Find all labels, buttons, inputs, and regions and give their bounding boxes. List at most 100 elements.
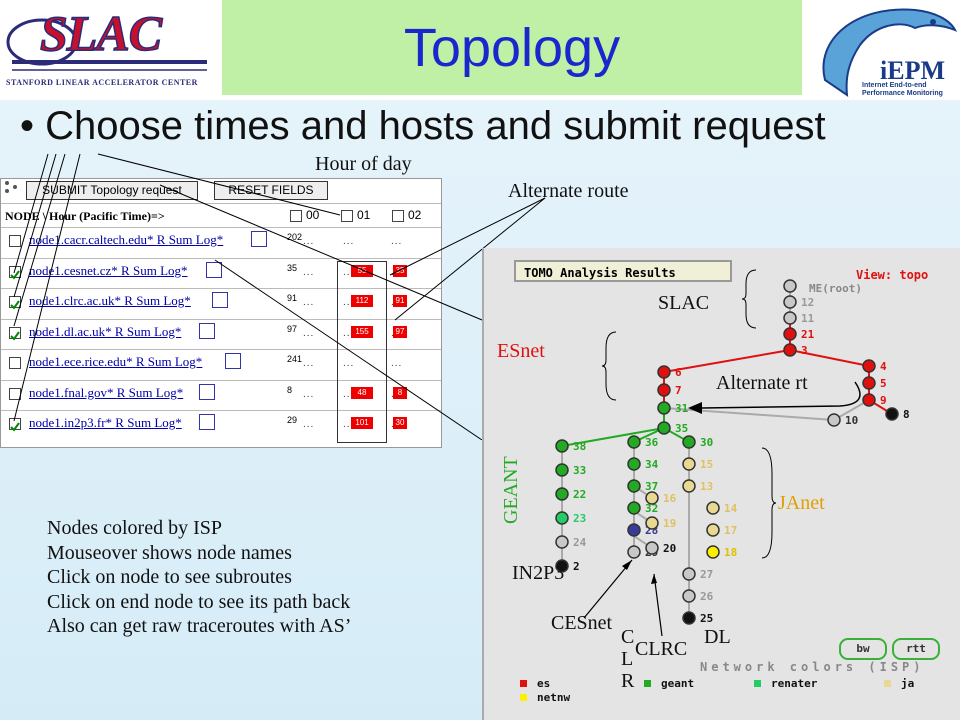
graph-node[interactable] — [555, 535, 569, 549]
graph-node[interactable] — [862, 376, 876, 390]
value-cell-01[interactable]: 155 — [351, 325, 373, 338]
host-link[interactable]: node1.fnal.gov* R Sum Log* — [29, 385, 183, 401]
graph-node[interactable] — [627, 545, 641, 559]
graph-icon[interactable] — [225, 353, 241, 369]
host-checkbox[interactable] — [9, 265, 21, 280]
graph-node[interactable] — [783, 343, 797, 357]
log-link[interactable]: Log* — [155, 384, 184, 400]
sum-link[interactable]: Sum — [168, 232, 193, 247]
graph-node[interactable] — [682, 457, 696, 471]
table-row: node1.dl.ac.uk* R Sum Log*97.........155… — [1, 318, 441, 344]
graph-node[interactable] — [783, 295, 797, 309]
graph-node[interactable] — [555, 463, 569, 477]
graph-node[interactable] — [827, 413, 841, 427]
r-link[interactable]: R — [114, 323, 124, 339]
r-link[interactable]: R — [124, 293, 133, 308]
rtt-button[interactable]: rtt — [892, 638, 940, 660]
host-name[interactable]: node1.clrc.ac.uk* — [29, 293, 122, 308]
graph-node[interactable] — [706, 545, 720, 559]
value-cell-01[interactable]: 112 — [351, 295, 373, 307]
slac-logo-text: SLAC — [39, 4, 163, 62]
value-cell-01[interactable]: 101 — [351, 417, 373, 429]
r-link[interactable]: R — [135, 354, 145, 369]
host-name[interactable]: node1.dl.ac.uk* — [29, 323, 112, 339]
graph-node[interactable] — [657, 383, 671, 397]
sum-link[interactable]: Sum — [126, 323, 151, 339]
sum-link[interactable]: Sum — [128, 384, 153, 400]
value-cell-02[interactable]: 8 — [393, 386, 407, 399]
graph-node[interactable] — [682, 567, 696, 581]
reset-fields-button[interactable]: RESET FIELDS — [214, 181, 328, 200]
graph-node[interactable] — [657, 365, 671, 379]
log-link[interactable]: Log* — [163, 293, 191, 308]
host-link[interactable]: node1.in2p3.fr* R Sum Log* — [29, 415, 182, 431]
graph-node[interactable] — [555, 439, 569, 453]
graph-node[interactable] — [555, 559, 569, 573]
graph-node[interactable] — [682, 435, 696, 449]
host-link[interactable]: node1.cesnet.cz* R Sum Log* — [29, 263, 188, 279]
graph-node[interactable] — [783, 279, 797, 293]
host-link[interactable]: node1.dl.ac.uk* R Sum Log* — [29, 324, 181, 340]
graph-icon[interactable] — [199, 383, 216, 400]
host-checkbox[interactable] — [9, 235, 21, 247]
graph-node[interactable] — [682, 479, 696, 493]
graph-node[interactable] — [627, 523, 641, 537]
graph-node[interactable] — [885, 407, 899, 421]
hour-checkbox-01[interactable] — [341, 210, 353, 222]
graph-node[interactable] — [783, 311, 797, 325]
graph-node[interactable] — [657, 421, 671, 435]
host-name[interactable]: node1.in2p3.fr* — [29, 415, 113, 430]
value-cell-01[interactable]: 48 — [351, 386, 373, 399]
log-link[interactable]: Log* — [160, 262, 188, 278]
graph-node[interactable] — [706, 523, 720, 537]
graph-node[interactable] — [862, 359, 876, 373]
host-name[interactable]: node1.cesnet.cz* — [29, 262, 118, 278]
graph-node[interactable] — [706, 501, 720, 515]
graph-icon[interactable] — [212, 292, 229, 308]
graph-icon[interactable] — [199, 322, 216, 339]
value-cell-02[interactable]: 91 — [393, 295, 407, 307]
submit-topology-button[interactable]: SUBMIT Topology request — [26, 181, 198, 200]
graph-node[interactable] — [555, 511, 569, 525]
graph-node[interactable] — [627, 457, 641, 471]
host-checkbox[interactable] — [9, 326, 21, 341]
r-link[interactable]: R — [156, 232, 166, 247]
graph-node[interactable] — [627, 501, 641, 515]
host-link[interactable]: node1.clrc.ac.uk* R Sum Log* — [29, 293, 191, 309]
value-cell-02[interactable]: 30 — [393, 417, 407, 429]
r-link[interactable]: R — [121, 262, 130, 278]
hour-checkbox-00[interactable] — [290, 210, 302, 222]
host-checkbox[interactable] — [9, 296, 21, 310]
graph-node[interactable] — [645, 491, 659, 505]
graph-node[interactable] — [783, 327, 797, 341]
host-name[interactable]: node1.fnal.gov* — [29, 384, 114, 400]
value-cell-02[interactable]: 97 — [393, 325, 407, 338]
graph-node[interactable] — [682, 589, 696, 603]
host-checkbox[interactable] — [9, 357, 21, 369]
sum-link[interactable]: Sum — [127, 415, 152, 430]
graph-node[interactable] — [627, 435, 641, 449]
host-name[interactable]: node1.ece.rice.edu* — [29, 354, 133, 369]
log-link[interactable]: Log* — [195, 232, 224, 247]
graph-node[interactable] — [862, 393, 876, 407]
log-link[interactable]: Log* — [153, 323, 182, 339]
hour-checkbox-02[interactable] — [392, 210, 404, 222]
bw-button[interactable]: bw — [839, 638, 887, 660]
sum-link[interactable]: Sum — [147, 354, 172, 369]
graph-node[interactable] — [645, 541, 659, 555]
host-link[interactable]: node1.ece.rice.edu* R Sum Log* — [29, 354, 202, 370]
graph-icon[interactable] — [205, 261, 222, 278]
r-link[interactable]: R — [115, 415, 124, 430]
graph-node[interactable] — [555, 487, 569, 501]
graph-icon[interactable] — [199, 414, 216, 430]
graph-node[interactable] — [657, 401, 671, 415]
graph-node[interactable] — [627, 479, 641, 493]
sum-link[interactable]: Sum — [132, 262, 157, 278]
graph-node[interactable] — [682, 611, 696, 625]
graph-node[interactable] — [645, 516, 659, 530]
sum-link[interactable]: Sum — [136, 293, 161, 308]
r-link[interactable]: R — [116, 384, 126, 400]
log-link[interactable]: Log* — [174, 354, 203, 369]
graph-icon[interactable] — [250, 231, 267, 247]
log-link[interactable]: Log* — [154, 415, 182, 430]
